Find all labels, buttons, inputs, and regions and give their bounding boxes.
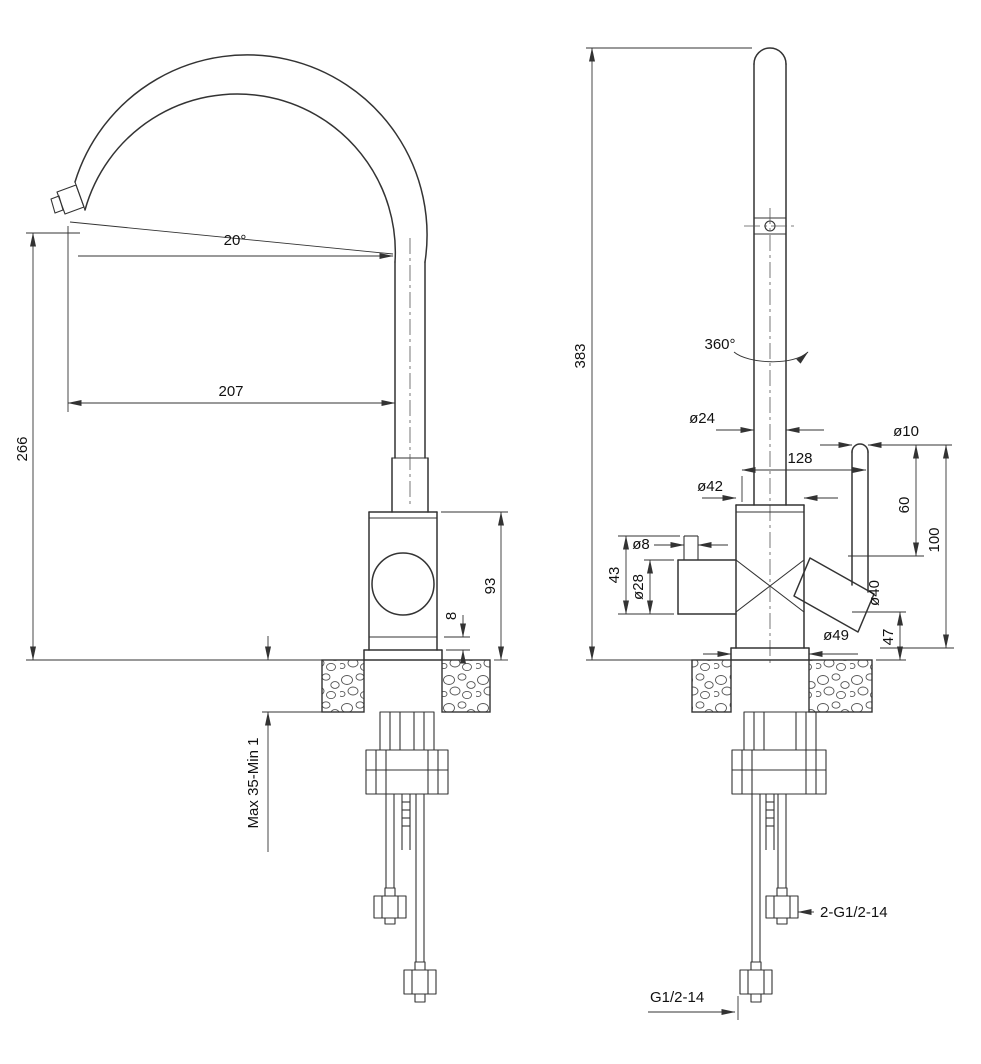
countertop-side [691, 659, 873, 713]
dim-handle-rod-dia: ø10 [893, 423, 919, 440]
dim-spout-angle: 20° [224, 232, 247, 249]
sphere-joint [371, 552, 435, 616]
dim-lever-dia: ø40 [866, 580, 883, 606]
mounting-nut [731, 749, 827, 795]
dim-body-height: 93 [482, 578, 499, 595]
dim-rotation: 360° [704, 336, 735, 353]
dim-stub-dia: ø8 [632, 536, 650, 553]
dim-total-height: 383 [572, 343, 589, 368]
label-inlet-thread: 2-G1/2-14 [820, 904, 888, 921]
handle-lever [793, 557, 875, 633]
dim-handle-offset: 128 [787, 450, 812, 467]
dim-base-dia: ø49 [823, 627, 849, 644]
front-view: 20° 207 266 93 8 Max 35-Min 1 [14, 54, 508, 1003]
dim-handle-total: 100 [926, 527, 943, 552]
dim-spout-reach: 207 [218, 383, 243, 400]
gooseneck-spout [50, 54, 429, 513]
hose-fitting-bottom [403, 961, 437, 1003]
label-outlet-thread: G1/2-14 [650, 989, 704, 1006]
undermount-side [731, 711, 827, 1003]
side-dimensions: 383 360° ø24 128 ø10 ø42 60 [572, 47, 954, 1020]
rotation-arrow [733, 351, 809, 364]
dim-tube-dia: ø24 [689, 410, 715, 427]
dim-body-dia: ø42 [697, 478, 723, 495]
undermount-front [365, 711, 449, 1003]
dim-base-height: 47 [880, 629, 897, 646]
hose-fitting [765, 887, 799, 925]
hose-fitting [373, 887, 407, 925]
mounting-nut [365, 749, 449, 795]
faucet-body-side [677, 443, 875, 661]
spout-tube-side [744, 47, 796, 666]
side-view: 383 360° ø24 128 ø10 ø42 60 [572, 47, 954, 1020]
dim-base-step: 8 [443, 612, 460, 620]
dim-handle-upper: 60 [896, 497, 913, 514]
dim-deck-thickness: Max 35-Min 1 [245, 738, 262, 829]
faucet-body-front [363, 511, 443, 661]
dim-port-dia: ø28 [630, 574, 647, 600]
hose-fitting-bottom [739, 961, 773, 1003]
countertop-front [321, 659, 491, 713]
dim-stub-height: 43 [606, 567, 623, 584]
dim-spout-height: 266 [14, 436, 31, 461]
front-dimensions: 20° 207 266 93 8 Max 35-Min 1 [14, 221, 508, 852]
